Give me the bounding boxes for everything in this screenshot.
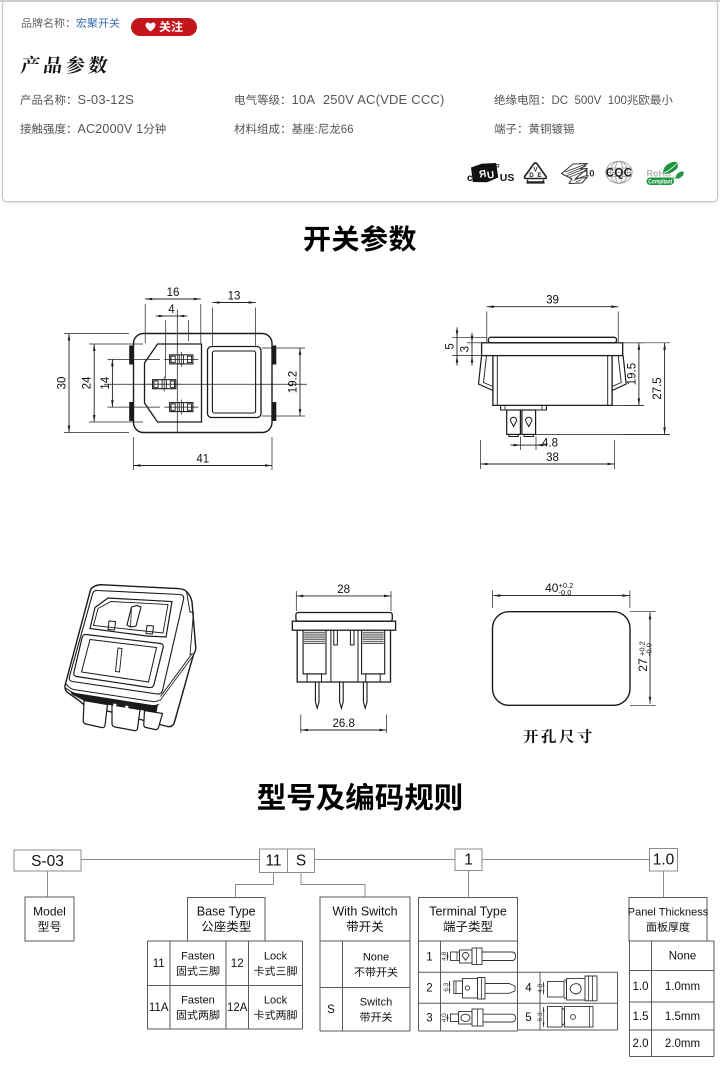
svg-text:Switch: Switch (360, 996, 392, 1008)
svg-text:R: R (478, 169, 487, 181)
svg-text:Lock: Lock (264, 994, 288, 1006)
svg-text:固式两脚: 固式两脚 (176, 1009, 220, 1022)
svg-text:4.0: 4.0 (441, 1013, 448, 1022)
svg-text:14: 14 (100, 376, 112, 389)
svg-text:27.5: 27.5 (652, 377, 664, 399)
svg-text:面板厚度: 面板厚度 (646, 921, 690, 934)
svg-text:38: 38 (546, 452, 559, 464)
svg-text:卡式三脚: 卡式三脚 (254, 965, 298, 978)
svg-text:+0.2: +0.2 (638, 641, 647, 656)
svg-text:不带开关: 不带开关 (354, 966, 398, 979)
svg-text:带开关: 带开关 (360, 1011, 393, 1024)
svg-text:US: US (500, 172, 515, 184)
svg-text:24: 24 (82, 376, 94, 389)
svg-text:19.2: 19.2 (288, 371, 300, 393)
svg-text:11: 11 (265, 853, 281, 870)
svg-text:Terminal Type: Terminal Type (429, 904, 507, 918)
svg-text:2: 2 (426, 983, 432, 995)
svg-text:26.8: 26.8 (332, 718, 354, 730)
svg-text:公座类型: 公座类型 (201, 920, 251, 934)
svg-text:1.0: 1.0 (633, 981, 649, 993)
svg-text:11A: 11A (149, 1002, 169, 1014)
svg-text:RoHS: RoHS (647, 169, 672, 179)
svg-text:Base Type: Base Type (197, 904, 256, 918)
svg-text:1.0: 1.0 (653, 852, 675, 869)
svg-text:4.8: 4.8 (537, 983, 544, 992)
svg-text:固式三脚: 固式三脚 (176, 965, 220, 978)
svg-text:6.3: 6.3 (443, 982, 450, 991)
svg-text:4.8: 4.8 (441, 951, 448, 960)
svg-text:3: 3 (460, 346, 472, 352)
svg-text:S-03: S-03 (31, 853, 64, 870)
svg-text:2.0mm: 2.0mm (665, 1038, 700, 1050)
svg-text:16: 16 (167, 287, 180, 299)
svg-text:-0.0: -0.0 (559, 588, 572, 597)
svg-text:12A: 12A (227, 1002, 248, 1014)
svg-text:V: V (533, 167, 538, 174)
svg-text:19.5: 19.5 (626, 363, 638, 385)
svg-text:型号: 型号 (37, 920, 61, 934)
svg-text:开孔尺寸: 开孔尺寸 (523, 725, 595, 747)
svg-text:1.0mm: 1.0mm (665, 981, 700, 993)
svg-text:+0.2: +0.2 (559, 581, 574, 590)
svg-text:1: 1 (426, 952, 432, 964)
svg-text:4: 4 (168, 304, 175, 316)
svg-text:30: 30 (57, 377, 69, 390)
svg-text:1: 1 (464, 852, 473, 869)
svg-text:None: None (669, 951, 697, 963)
svg-text:39: 39 (546, 295, 559, 307)
svg-text:5: 5 (445, 343, 457, 349)
svg-text:S: S (327, 1004, 335, 1016)
svg-text:4: 4 (525, 983, 532, 995)
svg-text:S: S (296, 853, 306, 870)
svg-text:带开关: 带开关 (346, 920, 384, 934)
svg-text:Fasten: Fasten (181, 950, 215, 962)
svg-text:6.3: 6.3 (537, 1012, 544, 1021)
svg-text:c: c (467, 172, 473, 184)
svg-text:1.5: 1.5 (633, 1011, 649, 1023)
svg-text:Model: Model (33, 904, 66, 918)
svg-text:28: 28 (337, 584, 350, 596)
svg-text:3: 3 (426, 1013, 432, 1025)
svg-text:Panel Thickness: Panel Thickness (628, 906, 709, 918)
svg-text:40: 40 (545, 581, 559, 595)
svg-text:4.8: 4.8 (542, 438, 558, 450)
svg-text:-0.0: -0.0 (645, 643, 654, 656)
svg-text:卡式两脚: 卡式两脚 (254, 1009, 298, 1022)
svg-text:27: 27 (636, 658, 650, 672)
svg-text:5: 5 (525, 1012, 531, 1024)
svg-text:端子类型: 端子类型 (443, 920, 493, 934)
svg-text:2.0: 2.0 (633, 1038, 649, 1050)
svg-text:41: 41 (196, 454, 209, 466)
svg-text:CQC: CQC (606, 168, 632, 180)
svg-text:11: 11 (153, 958, 165, 970)
svg-text:10: 10 (584, 169, 595, 180)
svg-text:D: D (529, 172, 534, 179)
svg-text:U: U (486, 170, 495, 182)
svg-text:12: 12 (231, 958, 244, 970)
svg-text:Lock: Lock (264, 950, 288, 962)
svg-text:Fasten: Fasten (181, 994, 215, 1006)
svg-text:With Switch: With Switch (332, 904, 397, 918)
svg-text:None: None (363, 951, 389, 963)
svg-text:E: E (537, 172, 541, 179)
svg-text:13: 13 (228, 291, 241, 303)
svg-text:Compliant: Compliant (648, 178, 672, 185)
svg-text:1.5mm: 1.5mm (665, 1011, 700, 1023)
